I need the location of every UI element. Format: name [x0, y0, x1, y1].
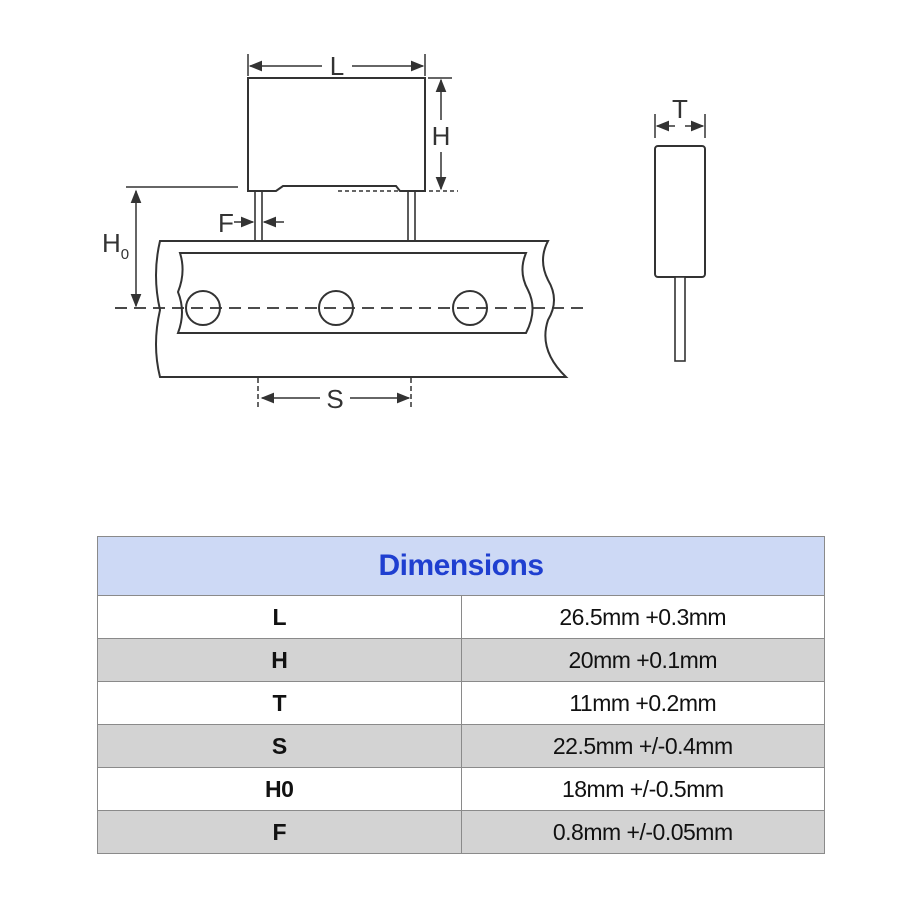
table-row: F 0.8mm +/-0.05mm [97, 810, 825, 854]
capacitor-lead-side [674, 276, 686, 362]
table-row: L 26.5mm +0.3mm [97, 595, 825, 639]
value-cell: 18mm +/-0.5mm [460, 767, 825, 811]
param-cell: L [97, 595, 462, 639]
value-cell: 22.5mm +/-0.4mm [460, 724, 825, 768]
value-cell: 26.5mm +0.3mm [460, 595, 825, 639]
table-row: H0 18mm +/-0.5mm [97, 767, 825, 811]
param-cell: S [97, 724, 462, 768]
label-H: H [432, 121, 451, 151]
dimension-H [338, 77, 458, 192]
label-F: F [218, 208, 234, 238]
value-cell: 11mm +0.2mm [460, 681, 825, 725]
dimensions-table: Dimensions L 26.5mm +0.3mm H 20mm +0.1mm… [97, 536, 825, 854]
label-S: S [326, 384, 343, 414]
label-T: T [672, 94, 688, 124]
table-title: Dimensions [97, 536, 825, 596]
value-cell: 20mm +0.1mm [460, 638, 825, 682]
table-header-row: Dimensions [97, 536, 825, 596]
carrier-tape-inner [176, 252, 534, 334]
table-row: H 20mm +0.1mm [97, 638, 825, 682]
table-row: T 11mm +0.2mm [97, 681, 825, 725]
capacitor-dimension-diagram: L H F H0 S T [102, 51, 706, 414]
param-cell: F [97, 810, 462, 854]
param-cell: H0 [97, 767, 462, 811]
capacitor-body-front [247, 77, 426, 192]
param-cell: T [97, 681, 462, 725]
param-cell: H [97, 638, 462, 682]
table-row: S 22.5mm +/-0.4mm [97, 724, 825, 768]
dimension-H0 [126, 186, 238, 308]
label-H0: H0 [102, 228, 129, 263]
value-cell: 0.8mm +/-0.05mm [460, 810, 825, 854]
dimension-S [257, 378, 412, 410]
capacitor-body-side [654, 145, 706, 278]
dimension-L [247, 54, 426, 76]
dimension-T [654, 114, 706, 138]
label-L: L [330, 51, 344, 81]
